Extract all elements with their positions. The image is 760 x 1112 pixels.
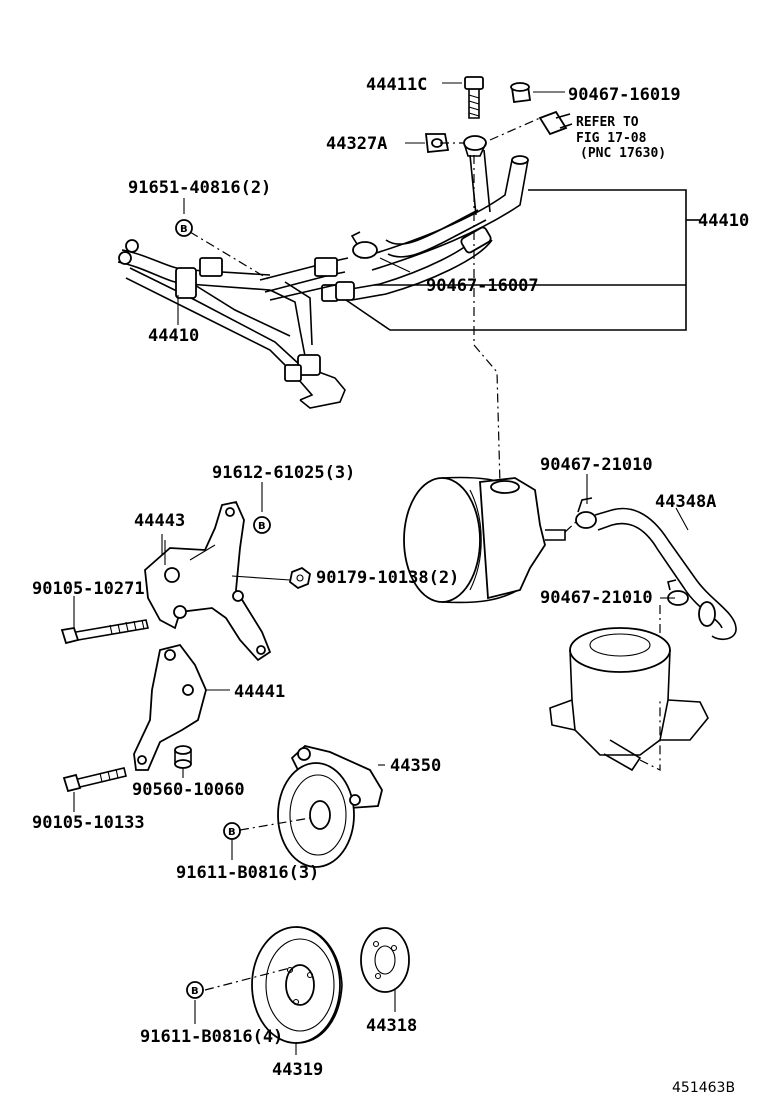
svg-text:B: B — [228, 827, 236, 838]
label-refer-to: REFER TO — [576, 115, 639, 130]
pressure-pipe-assembly — [117, 76, 700, 486]
label-90467-16019: 90467-16019 — [568, 85, 681, 105]
label-90467-16007: 90467-16007 — [426, 276, 539, 296]
label-91611-b0816-3: 91611-B0816(3) — [176, 863, 319, 883]
label-44410-left: 44410 — [148, 326, 199, 346]
reservoir — [549, 627, 709, 772]
label-44410-right: 44410 — [698, 211, 749, 231]
label-44318: 44318 — [366, 1016, 417, 1036]
idler-pulley-44350 — [277, 745, 383, 868]
label-90179-10138: 90179-10138(2) — [316, 568, 459, 588]
diagram-reference-code: 451463B — [672, 1080, 735, 1096]
bracket-44443 — [144, 500, 272, 662]
nut-90179-10138 — [289, 566, 311, 590]
label-44319: 44319 — [272, 1060, 323, 1080]
label-44441: 44441 — [234, 682, 285, 702]
label-44443: 44443 — [134, 511, 185, 531]
svg-text:B: B — [180, 224, 188, 235]
label-91612-61025: 91612-61025(3) — [212, 463, 355, 483]
drive-pulley-44319 — [251, 926, 343, 1044]
label-90467-21010-mid: 90467-21010 — [540, 588, 653, 608]
label-91651-40816: 91651-40816(2) — [128, 178, 271, 198]
bolt-90105-10133 — [62, 767, 127, 793]
label-44348a: 44348A — [655, 492, 716, 512]
label-90105-10271: 90105-10271 — [32, 579, 145, 599]
svg-text:B: B — [191, 986, 199, 997]
marker-b-91651: B — [175, 219, 193, 237]
return-hose-44348A — [564, 497, 737, 641]
label-91611-b0816-4: 91611-B0816(4) — [140, 1027, 283, 1047]
label-90105-10133: 90105-10133 — [32, 813, 145, 833]
spacer-90560-10060 — [174, 745, 192, 769]
svg-text:B: B — [258, 521, 266, 532]
bracket-44441 — [133, 643, 207, 771]
label-90467-21010-top: 90467-21010 — [540, 455, 653, 475]
label-pnc-17630: (PNC 17630) — [580, 146, 666, 161]
power-steering-pump — [403, 476, 566, 604]
marker-b-91611-a: B — [223, 822, 241, 840]
label-44350: 44350 — [390, 756, 441, 776]
label-90560-10060: 90560-10060 — [132, 780, 245, 800]
marker-b-91611-b: B — [186, 981, 204, 999]
label-fig-17-08: FIG 17-08 — [576, 131, 647, 146]
label-44411c: 44411C — [366, 75, 427, 95]
bolt-90105-10271 — [60, 619, 149, 645]
marker-b-91612: B — [253, 516, 271, 534]
label-44327a: 44327A — [326, 134, 387, 154]
plate-44318 — [360, 927, 410, 993]
